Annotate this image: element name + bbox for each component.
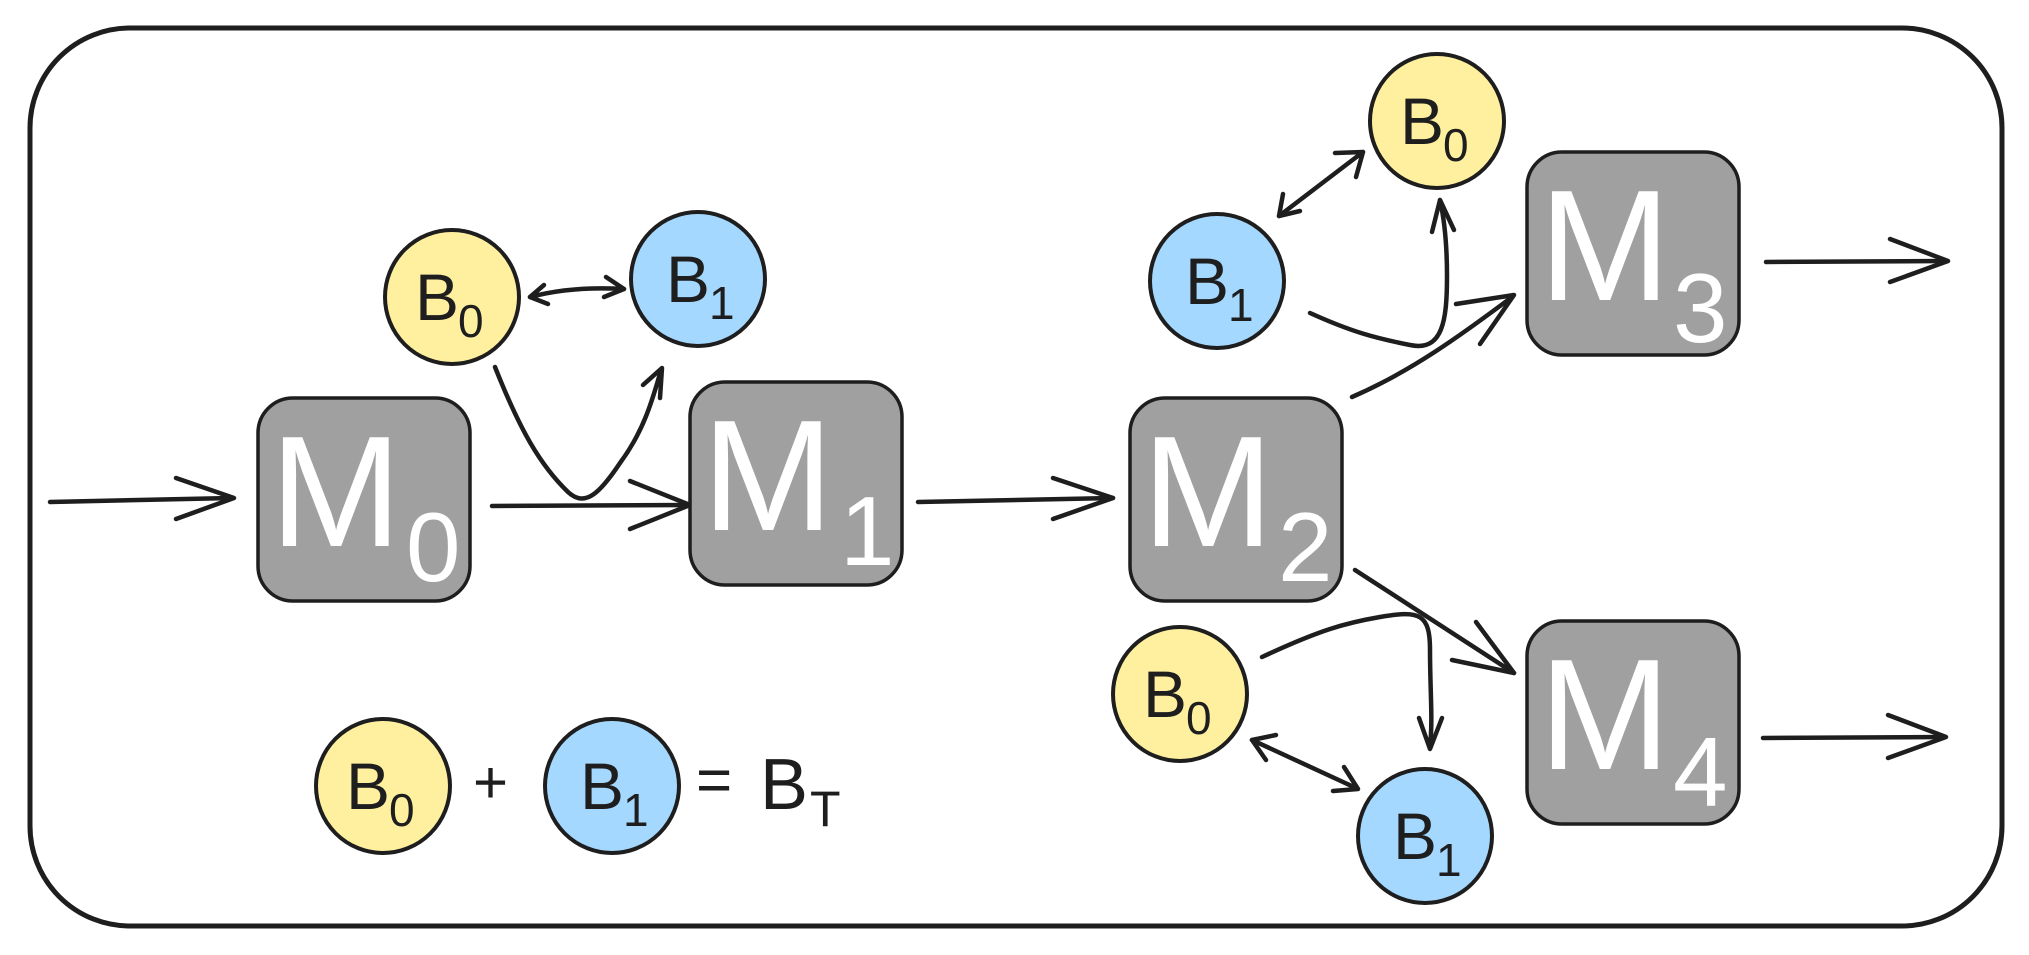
legend-equation: B 0 + B 1 = B T [314, 717, 841, 855]
legend-b1: B 1 [543, 717, 681, 855]
buffer-letter: B [580, 749, 624, 823]
buffer-subscript: 1 [623, 784, 649, 836]
buffer-circle [1111, 625, 1249, 763]
buffer-g3-b0: B 0 [1111, 625, 1249, 763]
arrows [47, 149, 1951, 794]
buffer-g2-b1: B 1 [1148, 212, 1286, 350]
buffer-subscript: 1 [1228, 279, 1254, 331]
arrow-g2-b1-curve-to-b0 [1307, 197, 1457, 349]
buffer-circle [543, 717, 681, 855]
buffer-circle [629, 210, 767, 348]
arrow-m2-to-m4 [1352, 567, 1517, 676]
buffer-subscript: 0 [458, 295, 484, 347]
machine-letter: M [1539, 158, 1671, 334]
buffer-letter: B [1143, 657, 1187, 731]
machine-letter: M [702, 388, 834, 564]
arrow-g3-b0-curve-to-b1 [1259, 611, 1445, 752]
machine-letter: M [1539, 627, 1671, 803]
machine-box [1128, 396, 1344, 603]
buffer-circle [1356, 767, 1494, 905]
machine-letter: M [270, 404, 402, 580]
machine-subscript: 2 [1278, 492, 1333, 602]
buffer-circle [314, 717, 452, 855]
machine-subscript: 4 [1673, 717, 1728, 827]
buffer-letter: B [415, 260, 459, 334]
arrow-m4-to-output [1760, 712, 1949, 761]
machine-box [688, 380, 904, 587]
buffer-g3-b1: B 1 [1356, 767, 1494, 905]
arrow-g1-b0-curve-to-b1 [492, 364, 665, 501]
outer-frame [27, 25, 2005, 929]
legend-plus: + [473, 749, 508, 816]
machine-box [256, 396, 472, 603]
buffer-letter: B [666, 242, 710, 316]
buffer-letter: B [346, 749, 390, 823]
machine-m3: M 3 [1525, 150, 1741, 363]
arrow-g2-b1-b0-bidirectional [1276, 149, 1366, 219]
buffer-g1-b0: B 0 [383, 228, 521, 366]
legend-total-subscript: T [810, 781, 841, 837]
buffer-circle [1368, 52, 1506, 190]
machine-subscript: 3 [1673, 253, 1728, 363]
buffer-letter: B [1400, 84, 1444, 158]
arrow-g1-b0-b1-bidirectional [527, 274, 627, 307]
machine-letter: M [1142, 404, 1274, 580]
arrow-g3-b0-b1-bidirectional [1249, 732, 1361, 794]
buffer-circle [383, 228, 521, 366]
buffer-letter: B [1393, 799, 1437, 873]
machine-m0: M 0 [256, 396, 472, 603]
legend-b0: B 0 [314, 717, 452, 855]
arrow-m2-to-m3 [1349, 292, 1517, 400]
arrow-m1-to-m2 [915, 475, 1116, 522]
buffer-circle [1148, 212, 1286, 350]
machine-box [1525, 150, 1741, 357]
machine-box [1525, 619, 1741, 826]
arrow-m3-to-output [1763, 236, 1951, 285]
buffer-g1-b1: B 1 [629, 210, 767, 348]
machine-m2: M 2 [1128, 396, 1344, 603]
buffer-subscript: 0 [1443, 119, 1469, 171]
buffer-g2-b0: B 0 [1368, 52, 1506, 190]
buffer-subscript: 0 [1186, 692, 1212, 744]
machine-subscript: 1 [840, 476, 895, 586]
buffer-subscript: 0 [389, 784, 415, 836]
buffer-subscript: 1 [709, 277, 735, 329]
legend-equals: = [696, 746, 732, 815]
buffer-subscript: 1 [1436, 834, 1462, 886]
buffer-letter: B [1185, 244, 1229, 318]
legend-total-letter: B [760, 745, 808, 825]
machine-subscript: 0 [406, 492, 461, 602]
machine-m1: M 1 [688, 380, 904, 587]
arrow-input-to-m0 [47, 475, 237, 522]
machine-m4: M 4 [1525, 619, 1741, 827]
